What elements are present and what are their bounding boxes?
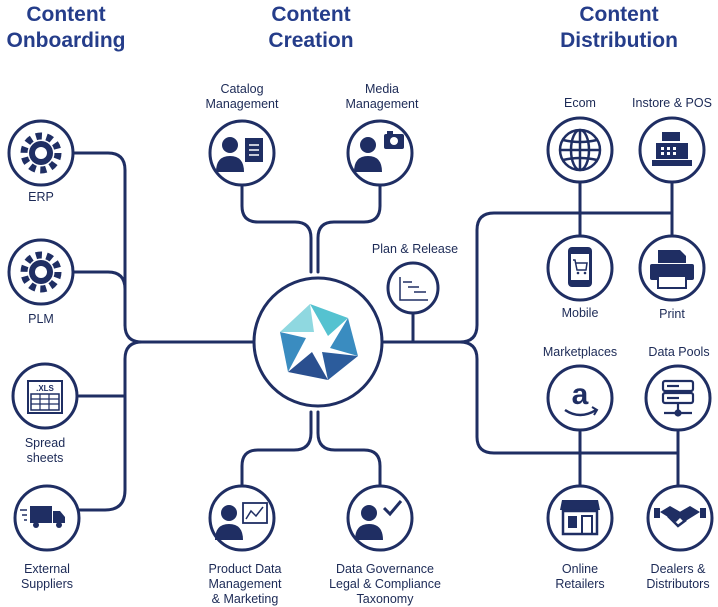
cash-register-icon [652, 132, 692, 166]
label-dealers-distributors: Dealers & Distributors [646, 562, 710, 591]
person-camera-icon [354, 131, 404, 172]
node-product-data[interactable] [208, 484, 276, 552]
label-data-pools: Data Pools [648, 345, 710, 359]
label-catalog-management: Catalog Management [205, 82, 279, 111]
aperture-logo-icon [280, 304, 358, 380]
gantt-chart-icon [399, 277, 428, 301]
label-erp: ERP [28, 190, 54, 204]
node-catalog-management[interactable] [208, 119, 276, 187]
node-media-management[interactable] [346, 119, 414, 187]
node-plan-release[interactable] [386, 261, 440, 315]
label-mobile: Mobile [561, 306, 599, 320]
node-print[interactable] [638, 234, 706, 302]
label-external-suppliers: External Suppliers [20, 562, 74, 591]
delivery-truck-icon [20, 506, 65, 528]
node-marketplaces[interactable]: a [546, 364, 614, 432]
label-product-data: Product Data Management & Marketing [208, 562, 282, 606]
handshake-icon [654, 506, 706, 528]
person-chart-icon [215, 502, 268, 540]
storefront-icon [560, 500, 600, 536]
svg-text:a: a [572, 378, 589, 411]
node-erp[interactable] [7, 119, 75, 187]
central-hub[interactable] [252, 276, 384, 408]
globe-icon [558, 128, 602, 172]
person-check-icon [355, 500, 403, 540]
server-icon [661, 379, 695, 417]
gear-icon [20, 251, 62, 293]
node-plm[interactable] [7, 238, 75, 306]
node-spreadsheets[interactable]: .XLS [11, 362, 79, 430]
mobile-cart-icon [568, 247, 592, 287]
node-online-retailers[interactable] [546, 484, 614, 552]
heading-content-onboarding: Content Onboarding [6, 3, 126, 52]
label-plm: PLM [28, 312, 54, 326]
heading-content-creation: Content Creation [268, 3, 354, 52]
heading-content-distribution: Content Distribution [560, 3, 678, 52]
label-print: Print [659, 307, 685, 321]
gear-icon [20, 132, 62, 174]
label-marketplaces: Marketplaces [542, 345, 618, 359]
node-external-suppliers[interactable] [13, 484, 81, 552]
node-data-governance[interactable] [346, 484, 414, 552]
svg-text:.XLS: .XLS [36, 384, 54, 393]
node-instore-pos[interactable] [638, 116, 706, 184]
printer-icon [650, 250, 694, 289]
person-document-icon [216, 137, 263, 172]
node-dealers-distributors[interactable] [646, 484, 714, 552]
node-mobile[interactable] [546, 234, 614, 302]
spreadsheet-icon: .XLS [27, 380, 63, 414]
amazon-logo-icon: a [564, 378, 599, 417]
label-spreadsheets: Spread sheets [24, 436, 66, 465]
label-instore-pos: Instore & POS [632, 96, 712, 110]
label-media-management: Media Management [345, 82, 419, 111]
label-data-governance: Data Governance Legal & Compliance Taxon… [329, 562, 441, 606]
label-plan-release: Plan & Release [371, 242, 459, 256]
node-ecom[interactable] [546, 116, 614, 184]
label-online-retailers: Online Retailers [555, 562, 605, 591]
label-ecom: Ecom [564, 96, 596, 110]
connector-lines [71, 151, 680, 512]
node-data-pools[interactable] [644, 364, 712, 432]
